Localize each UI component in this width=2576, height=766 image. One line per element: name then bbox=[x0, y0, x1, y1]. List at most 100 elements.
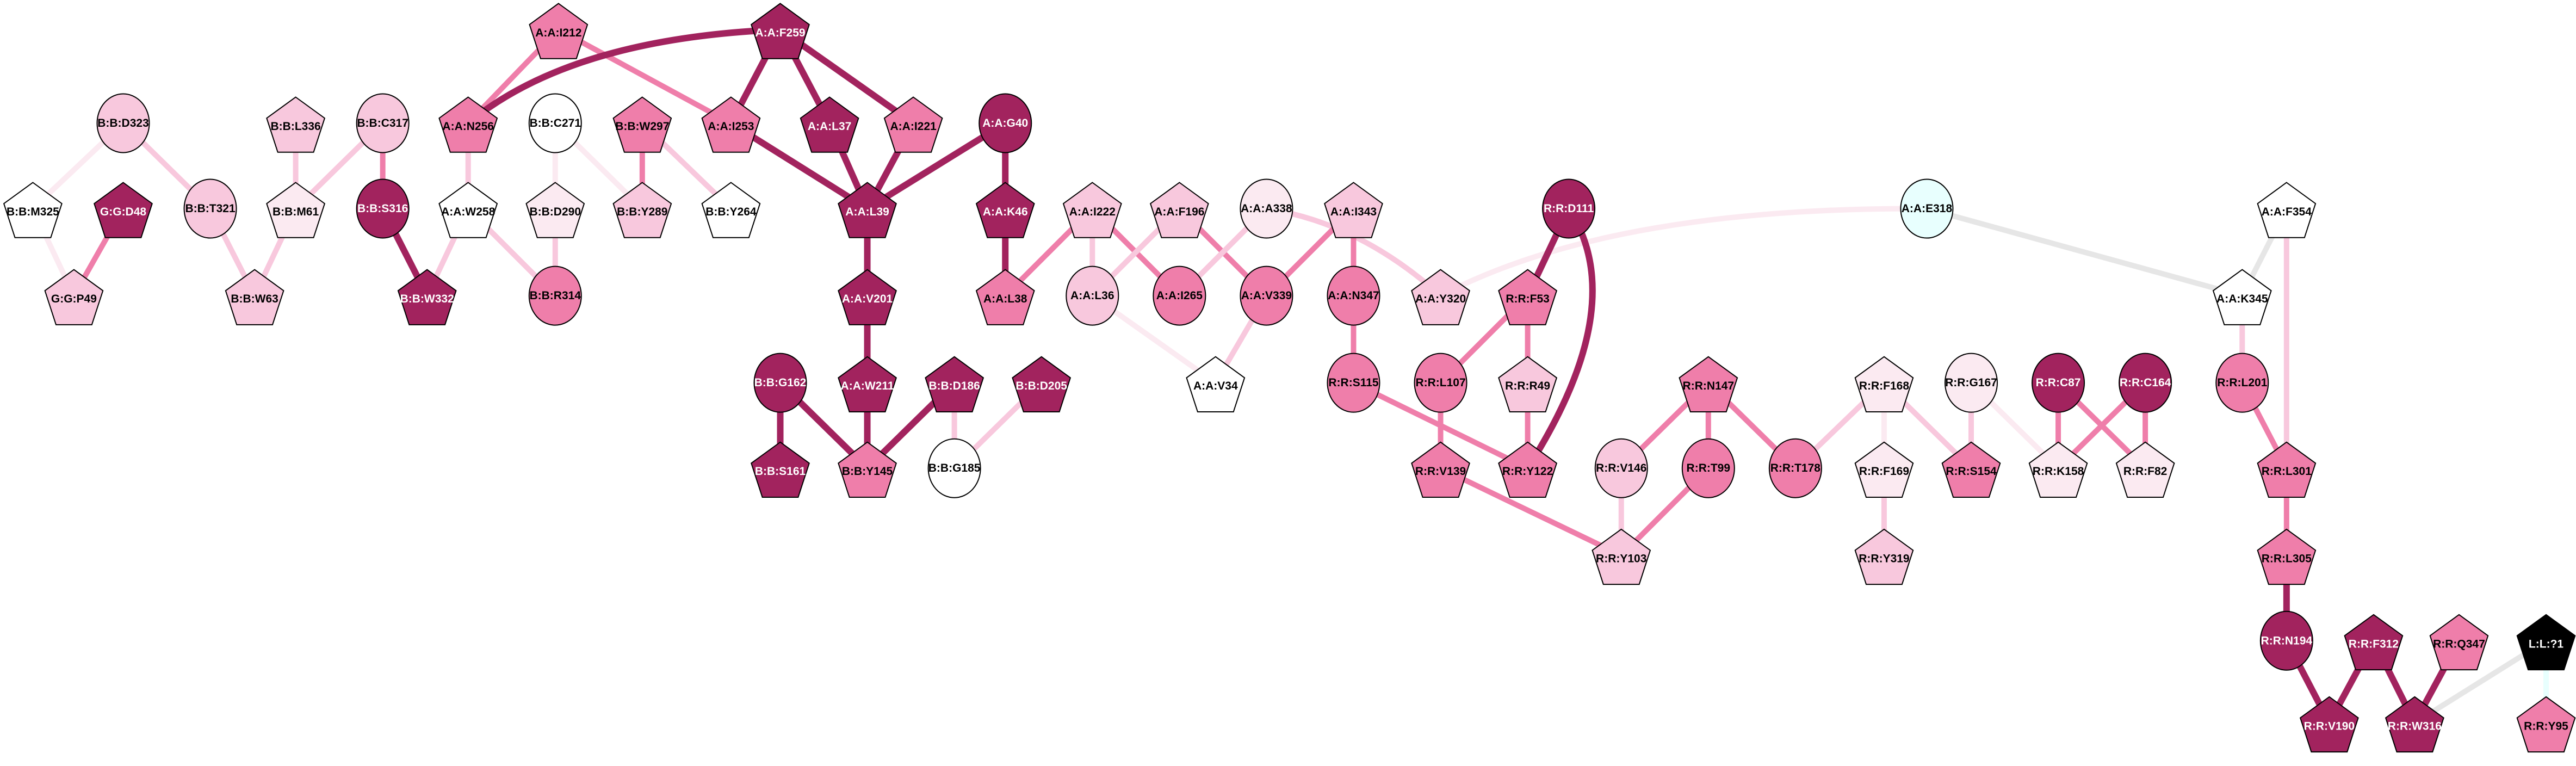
node-a-a-l38[interactable]: A:A:L38 bbox=[975, 269, 1035, 325]
pentagon-node-shape bbox=[2212, 269, 2272, 325]
node-label: B:B:M325 bbox=[7, 206, 59, 218]
node-a-a-k345[interactable]: A:A:K345 bbox=[2212, 269, 2272, 325]
node-r-r-y95[interactable]: R:R:Y95 bbox=[2516, 696, 2576, 753]
node-r-r-s154[interactable]: R:R:S154 bbox=[1941, 441, 2001, 498]
node-r-r-l305[interactable]: R:R:L305 bbox=[2257, 528, 2317, 585]
node-a-a-k46[interactable]: A:A:K46 bbox=[975, 182, 1035, 238]
pentagon-node-shape bbox=[975, 182, 1035, 238]
node-b-b-y289[interactable]: B:B:Y289 bbox=[612, 182, 672, 238]
pentagon-node-shape bbox=[529, 3, 589, 59]
node-r-r-s115[interactable]: R:R:S115 bbox=[1327, 353, 1380, 413]
node-a-a-w211[interactable]: A:A:W211 bbox=[838, 356, 897, 412]
node-label: A:A:I212 bbox=[535, 27, 581, 39]
node-a-a-n256[interactable]: A:A:N256 bbox=[438, 96, 498, 153]
circle-node-shape bbox=[356, 93, 410, 153]
node-a-a-i253[interactable]: A:A:I253 bbox=[701, 96, 761, 153]
node-r-r-l107[interactable]: R:R:L107 bbox=[1414, 353, 1467, 413]
node-r-r-n147[interactable]: R:R:N147 bbox=[1679, 356, 1738, 412]
node-r-r-l301[interactable]: R:R:L301 bbox=[2257, 441, 2317, 498]
node-a-a-f259[interactable]: A:A:F259 bbox=[751, 3, 810, 59]
node-label: A:A:V201 bbox=[842, 293, 893, 305]
node-g-g-d48[interactable]: G:G:D48 bbox=[94, 182, 153, 238]
node-a-a-l37[interactable]: A:A:L37 bbox=[800, 96, 859, 153]
node-b-b-s161[interactable]: B:B:S161 bbox=[751, 441, 810, 498]
node-a-a-y320[interactable]: A:A:Y320 bbox=[1411, 269, 1470, 325]
node-b-b-d323[interactable]: B:B:D323 bbox=[96, 93, 150, 153]
node-r-r-q347[interactable]: R:R:Q347 bbox=[2429, 614, 2489, 671]
node-r-r-t178[interactable]: R:R:T178 bbox=[1768, 438, 1822, 498]
node-b-b-w63[interactable]: B:B:W63 bbox=[225, 269, 284, 325]
node-b-b-y145[interactable]: B:B:Y145 bbox=[838, 441, 897, 498]
node-b-b-c317[interactable]: B:B:C317 bbox=[356, 93, 410, 153]
node-a-a-i222[interactable]: A:A:I222 bbox=[1062, 182, 1122, 238]
node-r-r-f53[interactable]: R:R:F53 bbox=[1498, 269, 1558, 325]
circle-node-shape bbox=[2032, 353, 2085, 413]
circle-node-shape bbox=[1240, 265, 1293, 326]
node-r-r-c87[interactable]: R:R:C87 bbox=[2032, 353, 2085, 413]
node-r-r-f169[interactable]: R:R:F169 bbox=[1854, 441, 1914, 498]
node-b-b-d290[interactable]: B:B:D290 bbox=[525, 182, 585, 238]
node-b-b-m325[interactable]: B:B:M325 bbox=[3, 182, 63, 238]
node-a-a-w258[interactable]: A:A:W258 bbox=[438, 182, 498, 238]
node-r-r-d111[interactable]: R:R:D111 bbox=[1542, 178, 1596, 239]
node-r-r-t99[interactable]: R:R:T99 bbox=[1681, 438, 1735, 498]
node-b-b-l336[interactable]: B:B:L336 bbox=[266, 96, 326, 153]
node-b-b-d205[interactable]: B:B:D205 bbox=[1012, 356, 1072, 412]
node-r-r-w316[interactable]: R:R:W316 bbox=[2385, 696, 2444, 753]
node-label: A:A:I222 bbox=[1069, 206, 1116, 218]
node-a-a-l36[interactable]: A:A:L36 bbox=[1066, 265, 1119, 326]
node-label: B:B:G162 bbox=[754, 376, 807, 389]
circle-node-shape bbox=[96, 93, 150, 153]
node-a-a-i343[interactable]: A:A:I343 bbox=[1324, 182, 1383, 238]
node-a-a-a338[interactable]: A:A:A338 bbox=[1240, 178, 1293, 239]
node-a-a-f354[interactable]: A:A:F354 bbox=[2257, 182, 2317, 238]
node-r-r-y103[interactable]: R:R:Y103 bbox=[1592, 528, 1651, 585]
node-b-b-s316[interactable]: B:B:S316 bbox=[356, 178, 410, 239]
node-a-a-l39[interactable]: A:A:L39 bbox=[838, 182, 897, 238]
node-a-a-g40[interactable]: A:A:G40 bbox=[979, 93, 1032, 153]
node-r-r-v146[interactable]: R:R:V146 bbox=[1594, 438, 1648, 498]
node-b-b-r314[interactable]: B:B:R314 bbox=[528, 265, 582, 326]
node-b-b-t321[interactable]: B:B:T321 bbox=[183, 178, 237, 239]
node-b-b-w332[interactable]: B:B:W332 bbox=[397, 269, 457, 325]
node-label: A:A:L37 bbox=[808, 120, 852, 133]
node-r-r-v190[interactable]: R:R:V190 bbox=[2299, 696, 2359, 753]
node-a-a-i265[interactable]: A:A:I265 bbox=[1153, 265, 1206, 326]
node-r-r-g167[interactable]: R:R:G167 bbox=[1945, 353, 1998, 413]
pentagon-node-shape bbox=[2257, 182, 2317, 238]
node-r-r-k158[interactable]: R:R:K158 bbox=[2028, 441, 2088, 498]
node-r-r-r49[interactable]: R:R:R49 bbox=[1498, 356, 1558, 412]
node-b-b-d186[interactable]: B:B:D186 bbox=[925, 356, 984, 412]
node-a-a-e318[interactable]: A:A:E318 bbox=[1900, 178, 1954, 239]
node-a-a-i221[interactable]: A:A:I221 bbox=[883, 96, 943, 153]
node-a-a-i212[interactable]: A:A:I212 bbox=[529, 3, 589, 59]
circle-node-shape bbox=[2119, 353, 2172, 413]
node-a-a-n347[interactable]: A:A:N347 bbox=[1327, 265, 1380, 326]
node-r-r-f312[interactable]: R:R:F312 bbox=[2344, 614, 2404, 671]
node-r-r-f82[interactable]: R:R:F82 bbox=[2115, 441, 2175, 498]
node-b-b-g162[interactable]: B:B:G162 bbox=[753, 353, 807, 413]
node-l-l-1[interactable]: L:L:?1 bbox=[2516, 614, 2576, 671]
node-r-r-l201[interactable]: R:R:L201 bbox=[2215, 353, 2269, 413]
node-a-a-v34[interactable]: A:A:V34 bbox=[1186, 356, 1246, 412]
node-r-r-c164[interactable]: R:R:C164 bbox=[2119, 353, 2172, 413]
node-a-a-f196[interactable]: A:A:F196 bbox=[1149, 182, 1209, 238]
node-r-r-v139[interactable]: R:R:V139 bbox=[1411, 441, 1470, 498]
node-g-g-p49[interactable]: G:G:P49 bbox=[44, 269, 104, 325]
node-r-r-y122[interactable]: R:R:Y122 bbox=[1498, 441, 1558, 498]
node-label: R:R:Q347 bbox=[2433, 638, 2485, 650]
node-a-a-v201[interactable]: A:A:V201 bbox=[838, 269, 897, 325]
node-label: L:L:?1 bbox=[2529, 638, 2563, 650]
pentagon-node-shape bbox=[751, 3, 810, 59]
node-label: A:A:N347 bbox=[1328, 289, 1379, 302]
node-r-r-n194[interactable]: R:R:N194 bbox=[2259, 610, 2313, 671]
node-a-a-v339[interactable]: A:A:V339 bbox=[1240, 265, 1293, 326]
node-b-b-w297[interactable]: B:B:W297 bbox=[612, 96, 672, 153]
node-b-b-c271[interactable]: B:B:C271 bbox=[528, 93, 582, 153]
node-b-b-g185[interactable]: B:B:G185 bbox=[927, 438, 981, 498]
node-b-b-y264[interactable]: B:B:Y264 bbox=[701, 182, 761, 238]
node-b-b-m61[interactable]: B:B:M61 bbox=[266, 182, 326, 238]
node-r-r-y319[interactable]: R:R:Y319 bbox=[1854, 528, 1914, 585]
node-r-r-f168[interactable]: R:R:F168 bbox=[1854, 356, 1914, 412]
